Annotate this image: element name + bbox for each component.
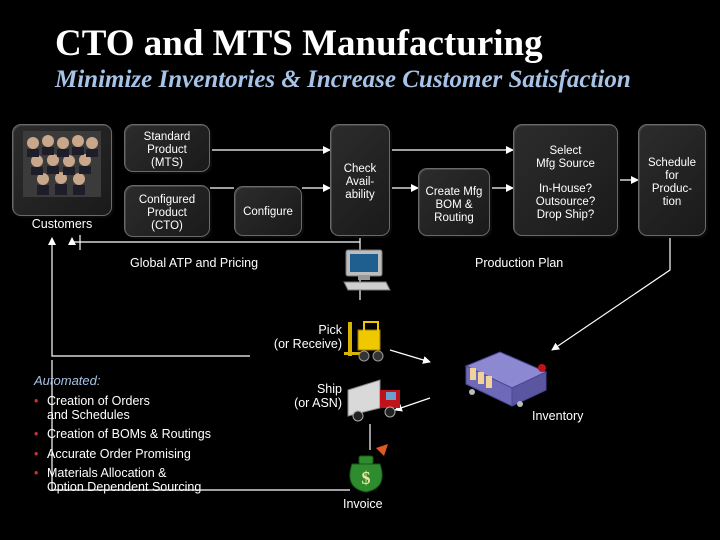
create-mfg-bom-label: Create Mfg BOM & Routing xyxy=(425,186,483,224)
standard-product-label: Standard Product (MTS) xyxy=(143,131,191,169)
line-customers-left xyxy=(51,246,250,357)
global-atp-label: Global ATP and Pricing xyxy=(130,256,259,270)
select-mfg-source-node[interactable]: Select Mfg Source In-House? Outsource? D… xyxy=(513,124,618,236)
automated-heading: Automated: xyxy=(34,373,101,388)
arrow-inventory-to-ship xyxy=(394,397,431,412)
people-group-photo xyxy=(23,131,101,197)
automated-item: Creation of BOMs & Routings xyxy=(34,427,211,442)
configure-label: Configure xyxy=(243,206,293,218)
money-bag-icon: $ xyxy=(349,444,388,493)
arrow-pick-to-inventory xyxy=(389,349,431,364)
computer-icon xyxy=(343,249,391,291)
slide-title: CTO and MTS Manufacturing xyxy=(55,23,543,64)
standard-product-node[interactable]: Standard Product (MTS) xyxy=(124,124,210,172)
ship-label: Ship (or ASN) xyxy=(294,382,342,410)
invoice-label: Invoice xyxy=(343,497,383,511)
forklift-icon xyxy=(344,321,384,362)
slide-subtitle: Minimize Inventories & Increase Customer… xyxy=(55,66,631,93)
schedule-production-node[interactable]: Schedule for Produc- tion xyxy=(638,124,706,236)
check-availability-label: Check Avail- ability xyxy=(343,163,377,201)
automated-list: Creation of Orders and Schedules Creatio… xyxy=(34,394,211,500)
svg-text:$: $ xyxy=(362,468,371,488)
arrow-schedule-to-production xyxy=(551,235,671,351)
customers-node[interactable]: Customers xyxy=(12,124,112,231)
truck-icon xyxy=(347,379,400,422)
automated-item: Accurate Order Promising xyxy=(34,447,211,462)
configure-node[interactable]: Configure xyxy=(234,186,302,236)
customers-label: Customers xyxy=(31,217,93,231)
configured-product-node[interactable]: Configured Product (CTO) xyxy=(124,185,210,237)
configured-product-label: Configured Product (CTO) xyxy=(138,194,196,232)
inventory-rack-icon xyxy=(464,351,548,407)
line-check-to-global-atp xyxy=(68,235,361,245)
select-mfg-source-label: Select Mfg Source xyxy=(536,145,595,170)
check-availability-node[interactable]: Check Avail- ability xyxy=(330,124,390,236)
create-mfg-bom-node[interactable]: Create Mfg BOM & Routing xyxy=(418,168,490,236)
pick-label: Pick (or Receive) xyxy=(273,323,342,351)
in-house-label: In-House? Outsource? Drop Ship? xyxy=(535,183,596,221)
automated-item: Materials Allocation & Option Dependent … xyxy=(34,466,211,494)
inventory-label: Inventory xyxy=(532,409,584,423)
schedule-production-label: Schedule for Produc- tion xyxy=(648,157,696,208)
production-plan-label: Production Plan xyxy=(475,256,564,270)
automated-item: Creation of Orders and Schedules xyxy=(34,394,211,422)
